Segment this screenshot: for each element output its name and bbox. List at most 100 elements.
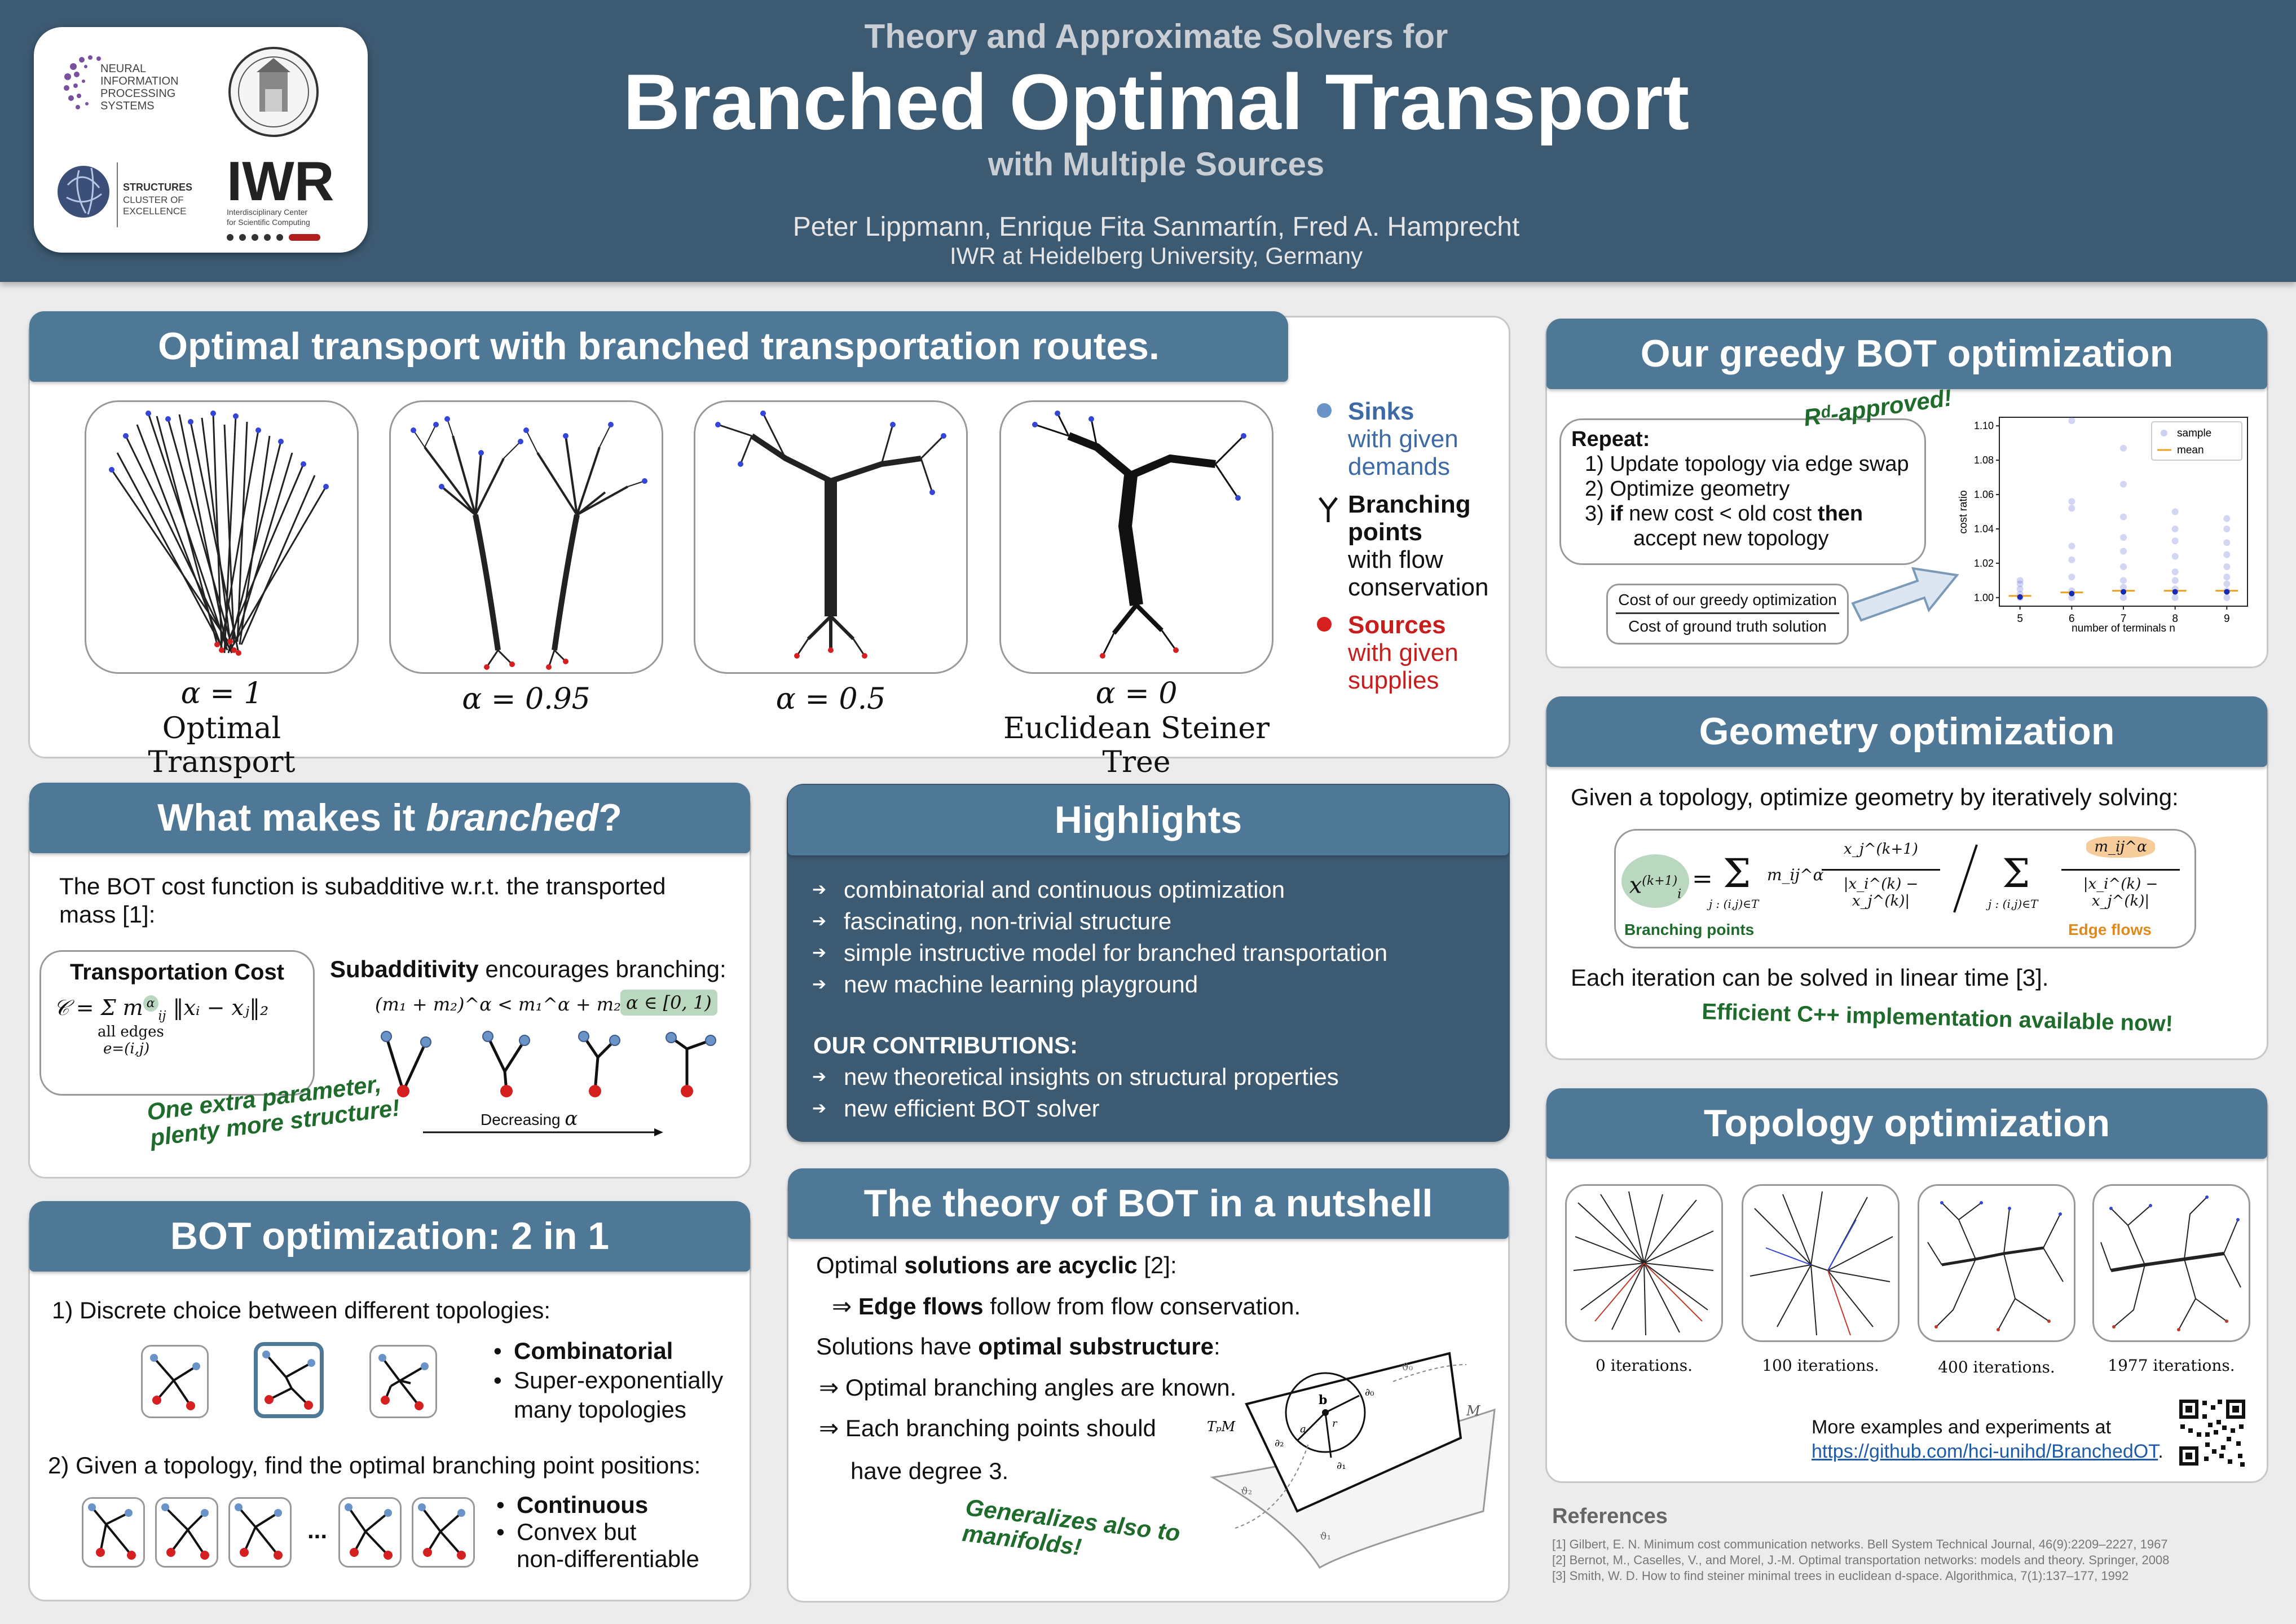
legend-sinks-sub2: demands bbox=[1348, 453, 1451, 480]
chart-mean-dot bbox=[2069, 590, 2075, 597]
ot-card-alpha0 bbox=[999, 400, 1273, 674]
branched-title-post: ? bbox=[598, 796, 622, 839]
branching-sequence bbox=[381, 1031, 716, 1136]
chart-ytick-label: 1.00 bbox=[1974, 592, 1994, 603]
formula-denominator-1: |x_i^(k) − x_j^(k)| bbox=[1843, 876, 1919, 910]
fig-label-v2: ϑ₂ bbox=[1241, 1485, 1252, 1497]
legend-branch-sub2: conservation bbox=[1348, 573, 1489, 601]
alpha-label-4: α = 0 bbox=[1095, 677, 1178, 710]
theory-l1-post: [2]: bbox=[1137, 1252, 1177, 1278]
ot-plot-alpha05 bbox=[715, 411, 946, 659]
highlight-item: simple instructive model for branched tr… bbox=[812, 937, 1387, 969]
chart-mean-dot bbox=[2172, 589, 2178, 595]
geometry-step-4 bbox=[338, 1497, 402, 1568]
fig-label-tm: TₚM bbox=[1207, 1419, 1236, 1435]
manifold-figure: TₚM M b r a ∂₀ ∂₁ ∂₂ ϑ₀ ϑ₁ ϑ₂ bbox=[1207, 1352, 1496, 1569]
chart-sample-point bbox=[2223, 515, 2231, 522]
fig-label-d0: ∂₀ bbox=[1365, 1387, 1374, 1398]
formula-numerator-1: x_j^(k+1) bbox=[1844, 841, 1918, 858]
ellipsis: ... bbox=[307, 1517, 328, 1543]
chart-mean-dot bbox=[2121, 589, 2126, 595]
greedy-step-3-then: then bbox=[1817, 502, 1863, 526]
legend-branch-1: Branching bbox=[1348, 491, 1471, 518]
geometry-formula-box: x(k+1)i = Σ j : (i,j)∈T m_ij^α x_j^(k+1)… bbox=[1614, 829, 2196, 948]
legend-sample-marker bbox=[2161, 430, 2167, 436]
chart-sample-point bbox=[2068, 573, 2075, 581]
topology-iter-0-plot bbox=[1573, 1191, 1714, 1336]
greedy-algorithm-box: Repeat: 1) Update topology via edge swap… bbox=[1559, 418, 1926, 565]
repo-link-line: https://github.com/hci-unihd/BranchedOT. bbox=[1812, 1441, 2163, 1463]
iter-caption-0: 0 iterations. bbox=[1596, 1356, 1693, 1375]
topology-option-1[interactable] bbox=[141, 1345, 209, 1418]
branching-point-icon bbox=[1319, 497, 1338, 522]
theory-l2-bold: Edge flows bbox=[858, 1293, 984, 1320]
geometry-step-5-plot bbox=[418, 1503, 466, 1560]
chart-sample-point bbox=[2068, 542, 2075, 550]
geometry-step-3-plot bbox=[235, 1503, 283, 1560]
branched-panel-title: What makes it branched? bbox=[29, 783, 750, 853]
chart-sample-point bbox=[2120, 444, 2127, 452]
chart-sample-point bbox=[2223, 539, 2231, 546]
topology-iter-1977-plot bbox=[2100, 1195, 2241, 1331]
repo-link[interactable]: https://github.com/hci-unihd/BranchedOT bbox=[1812, 1441, 2158, 1462]
authors: Peter Lippmann, Enrique Fita Sanmartín, … bbox=[792, 212, 1520, 242]
reference-item: [2] Bernot, M., Caselles, V., and Morel,… bbox=[1552, 1553, 2170, 1567]
topology-3-plot bbox=[378, 1354, 429, 1410]
sink-icon bbox=[1317, 403, 1332, 418]
chart-sample-point bbox=[2171, 525, 2179, 532]
cost-under-1: all edges bbox=[98, 1023, 164, 1040]
caption-steiner-tree: Euclidean Steiner Tree bbox=[1003, 712, 1270, 779]
affiliation: IWR at Heidelberg University, Germany bbox=[949, 242, 1363, 269]
cost-formula-ij: ij bbox=[158, 1009, 166, 1023]
topology-2-plot bbox=[262, 1351, 315, 1410]
cost-formula-alpha: α bbox=[143, 995, 158, 1012]
fig-label-b: b bbox=[1319, 1393, 1327, 1407]
highlight-item: combinatorial and continuous optimizatio… bbox=[812, 874, 1387, 906]
chart-sample-point bbox=[2016, 577, 2024, 584]
alpha-label-2: α = 0.95 bbox=[462, 682, 590, 716]
chart-sample-point bbox=[2068, 417, 2075, 425]
subadditivity-rest: encourages branching: bbox=[478, 956, 726, 982]
transport-cost-title: Transportation Cost bbox=[69, 960, 285, 985]
legend-sources-sub2: supplies bbox=[1348, 667, 1439, 694]
chart-sample-point bbox=[2223, 525, 2231, 532]
bot2in1-item-2: 2) Given a topology, find the optimal br… bbox=[48, 1452, 701, 1479]
fig-label-d1: ∂₁ bbox=[1337, 1460, 1346, 1472]
fig-label-a: a bbox=[1300, 1423, 1306, 1435]
formula-division-slash bbox=[1953, 844, 1978, 913]
geometry-title: Geometry optimization bbox=[1546, 696, 2267, 767]
topology-option-3[interactable] bbox=[369, 1345, 437, 1418]
iwr-sub-1: Interdisciplinary Center bbox=[227, 208, 308, 217]
chart-ytick-label: 1.06 bbox=[1974, 489, 1994, 500]
linear-time-text: Each iteration can be solved in linear t… bbox=[1571, 964, 2049, 991]
qr-code-icon[interactable] bbox=[2177, 1397, 2247, 1468]
theory-l1-bold: solutions are acyclic bbox=[904, 1252, 1138, 1278]
topology-iter-400-plot bbox=[1927, 1201, 2064, 1331]
contributions-title: OUR CONTRIBUTIONS: bbox=[813, 1032, 1078, 1058]
theory-line-4: ⇒ Optimal branching angles are known. bbox=[819, 1374, 1237, 1401]
formula-lhs: x(k+1)i bbox=[1621, 854, 1689, 908]
topology-title: Topology optimization bbox=[1546, 1088, 2267, 1159]
ot-card-alpha1 bbox=[85, 400, 359, 674]
iter-caption-100: 100 iterations. bbox=[1762, 1356, 1879, 1375]
topology-iter-1977 bbox=[2092, 1184, 2250, 1342]
fig-label-d2: ∂₂ bbox=[1275, 1437, 1284, 1449]
chart-sample-point bbox=[2171, 508, 2179, 515]
neurips-text-1: NEURAL bbox=[100, 63, 146, 75]
iwr-text: IWR bbox=[227, 150, 334, 212]
references-title: References bbox=[1552, 1504, 1668, 1528]
structures-text-3: EXCELLENCE bbox=[123, 206, 186, 217]
iter-caption-400: 400 iterations. bbox=[1938, 1358, 2055, 1376]
chart-mean-dot bbox=[2224, 589, 2230, 595]
formula-numerator-2: m_ij^α bbox=[2061, 836, 2180, 858]
chart-sample-point bbox=[2223, 580, 2231, 588]
topology-iter-0 bbox=[1565, 1184, 1723, 1342]
alpha-label-1: α = 1 bbox=[180, 677, 263, 710]
references-list: [1] Gilbert, E. N. Minimum cost communic… bbox=[1552, 1537, 2169, 1584]
formula-sum-under-1: j : (i,j)∈T bbox=[1709, 897, 1759, 911]
repo-link-period: . bbox=[2158, 1441, 2163, 1462]
topology-option-2-selected[interactable] bbox=[254, 1342, 324, 1418]
